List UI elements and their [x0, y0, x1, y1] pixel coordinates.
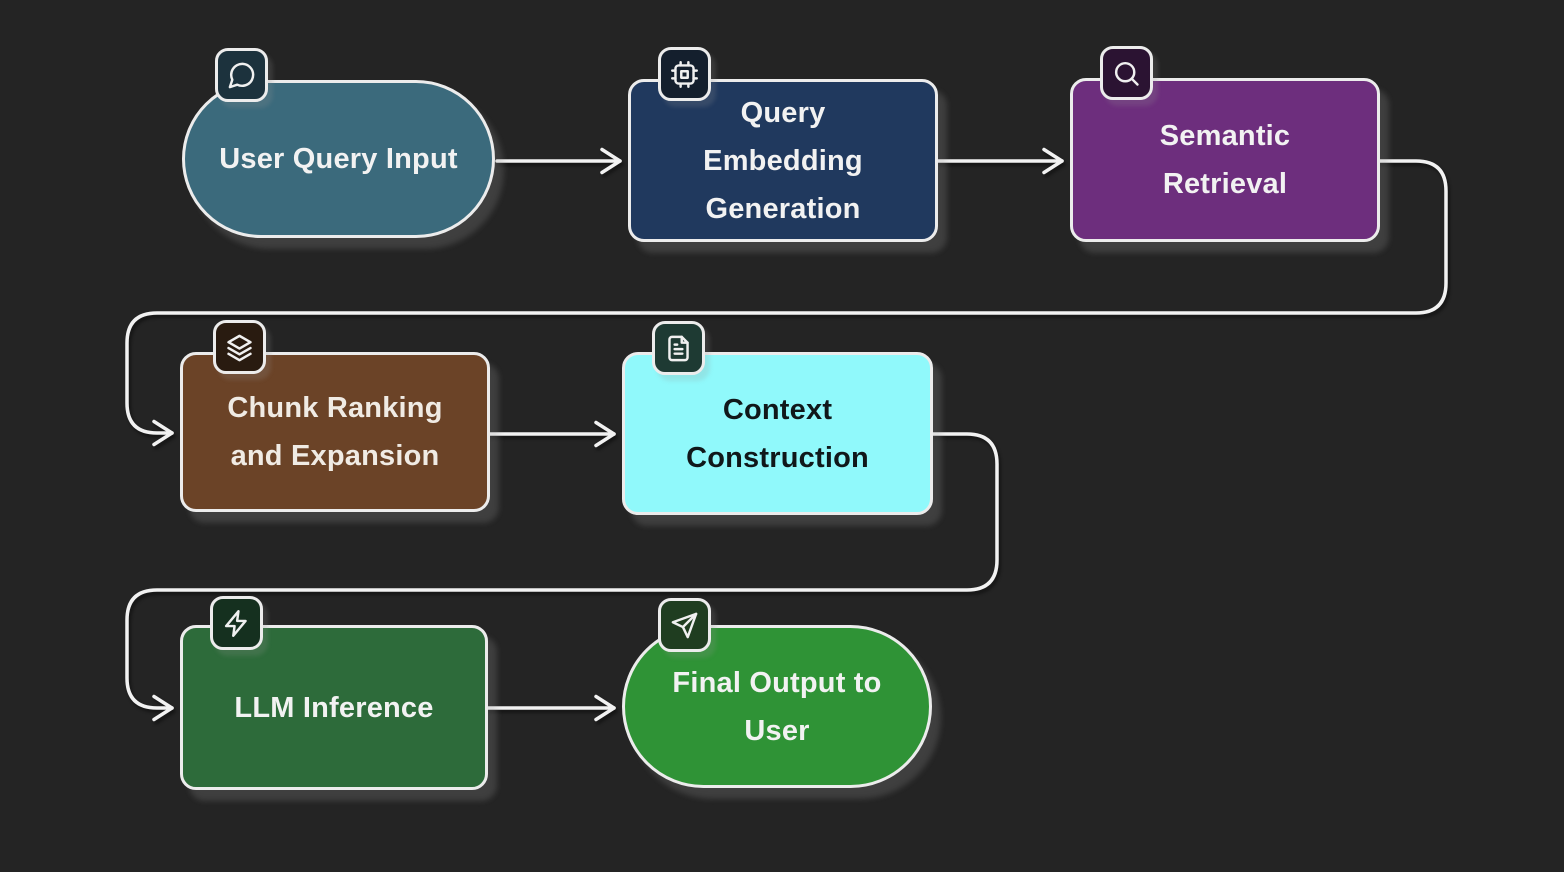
node-user-query-input: User Query Input — [182, 48, 495, 238]
send-icon — [671, 612, 698, 638]
node-chunk-ranking-and-expansion: Chunk Ranking and Expansion — [180, 320, 490, 512]
node-llm-inference: LLM Inference — [180, 596, 488, 790]
label-line: User Query Input — [219, 143, 458, 175]
node-label: Chunk Ranking and Expansion — [227, 384, 442, 480]
label-line: and Expansion — [230, 440, 440, 472]
label-line: Final Output to — [672, 666, 882, 699]
label-line: User — [744, 714, 810, 747]
node-label: Final Output to User — [672, 659, 881, 755]
chat-bubble-icon-badge — [215, 48, 268, 102]
cpu-icon — [671, 60, 698, 88]
document-icon-badge — [652, 321, 705, 375]
layers-icon — [227, 334, 252, 361]
zap-icon — [224, 609, 247, 637]
label-line: Chunk Ranking — [227, 392, 443, 424]
search-icon-badge — [1100, 46, 1153, 100]
node-context-construction: Context Construction — [622, 321, 933, 515]
zap-icon-badge — [210, 596, 263, 650]
node-label: Semantic Retrieval — [1160, 112, 1291, 208]
label-line: Embedding — [703, 144, 863, 177]
node-label: Context Construction — [686, 386, 869, 482]
node-label: LLM Inference — [234, 684, 433, 732]
node-label: Query Embedding Generation — [703, 89, 863, 233]
node-semantic-retrieval: Semantic Retrieval — [1070, 46, 1380, 242]
node-final-output-to-user: Final Output to User — [622, 598, 932, 788]
send-icon-badge — [658, 598, 711, 652]
label-line: Retrieval — [1162, 168, 1288, 200]
label-line: Construction — [686, 441, 869, 474]
document-icon — [668, 335, 689, 361]
layers-icon-badge — [213, 320, 266, 374]
search-icon — [1114, 61, 1139, 86]
label-line: Semantic — [1159, 120, 1291, 152]
cpu-icon-badge — [658, 47, 711, 101]
node-query-embedding-generation: Query Embedding Generation — [628, 47, 938, 242]
chat-bubble-icon — [228, 62, 255, 88]
label-line: Query — [740, 96, 826, 129]
label-line: Context — [722, 393, 833, 426]
node-label: User Query Input — [219, 135, 457, 183]
label-line: Generation — [705, 192, 861, 225]
label-line: LLM Inference — [234, 691, 434, 724]
